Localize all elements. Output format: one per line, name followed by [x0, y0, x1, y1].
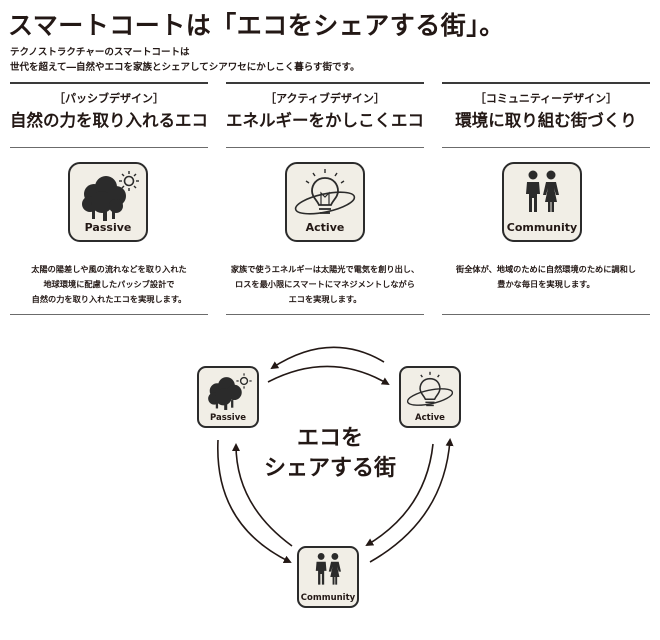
column-top-rule — [10, 82, 208, 84]
column-top-rule — [226, 82, 424, 84]
cycle-community-box: Community — [297, 546, 359, 608]
column-divider — [442, 147, 650, 148]
arrow-community-to-passive — [232, 443, 293, 547]
icon-label: Community — [506, 221, 578, 234]
community-icon-box: Community — [502, 162, 582, 242]
people-icon — [526, 170, 559, 212]
column-top-rule — [442, 82, 650, 84]
column-heading: 自然の力を取り入れるエコ — [10, 111, 208, 130]
arrow-passive-to-community — [217, 439, 292, 563]
column-active: ［アクティブデザイン］ エネルギーをかしこくエコ — [226, 90, 424, 131]
cycle-passive-box: Passive — [197, 366, 259, 428]
column-description: 太陽の陽差しや風の流れなどを取り入れた地球環境に配慮したパッシブ設計で自然の力を… — [31, 264, 187, 304]
column-heading: 環境に取り組む街づくり — [455, 111, 637, 130]
arrow-passive-to-active — [267, 365, 390, 386]
lightbulb-icon — [406, 371, 454, 407]
arrow-active-to-community — [365, 443, 434, 547]
tree-sun-icon — [208, 373, 252, 410]
page-title: スマートコートは「エコをシェアする街」。 — [8, 11, 505, 40]
cycle-center-line-2: シェアする街 — [263, 456, 396, 481]
icon-label: Passive — [84, 221, 132, 234]
passive-icon-box: Passive — [68, 162, 148, 242]
column-bottom-rule — [442, 314, 650, 315]
column-heading: エネルギーをかしこくエコ — [226, 111, 424, 130]
arrow-community-to-active — [369, 438, 454, 563]
column-passive: ［パッシブデザイン］ 自然の力を取り入れるエコ — [10, 90, 208, 131]
cycle-node-label: Active — [415, 413, 445, 423]
people-icon — [315, 552, 341, 585]
intro-line-1: テクノストラクチャーのスマートコートは — [10, 47, 190, 58]
tree-sun-icon — [82, 171, 139, 221]
column-description: 街全体が、地域のために自然環境のために調和し豊かな毎日を実現します。 — [456, 264, 636, 289]
cycle-node-label: Passive — [209, 413, 247, 423]
icon-label: Active — [305, 221, 345, 234]
column-subtitle: ［パッシブデザイン］ — [54, 92, 164, 105]
cycle-node-label: Community — [300, 593, 356, 603]
lightbulb-icon — [294, 169, 356, 215]
intro-line-2: 世代を超えて―自然やエコを家族とシェアしてシアワセにかしこく暮らす街です。 — [10, 62, 360, 73]
column-description: 家族で使うエネルギーは太陽光で電気を創り出し、ロスを最小限にスマートにマネジメン… — [230, 264, 420, 304]
column-subtitle: ［コミュニティーデザイン］ — [474, 92, 618, 105]
column-divider — [10, 147, 208, 148]
column-bottom-rule — [10, 314, 208, 315]
arrow-active-to-passive — [270, 346, 385, 370]
column-bottom-rule — [226, 314, 424, 315]
cycle-center-line-1: エコを — [296, 426, 363, 451]
column-community: ［コミュニティーデザイン］ 環境に取り組む街づくり — [447, 90, 645, 131]
column-subtitle: ［アクティブデザイン］ — [265, 92, 385, 105]
column-divider — [226, 147, 424, 148]
active-icon-box: Active — [285, 162, 365, 242]
cycle-active-box: Active — [399, 366, 461, 428]
